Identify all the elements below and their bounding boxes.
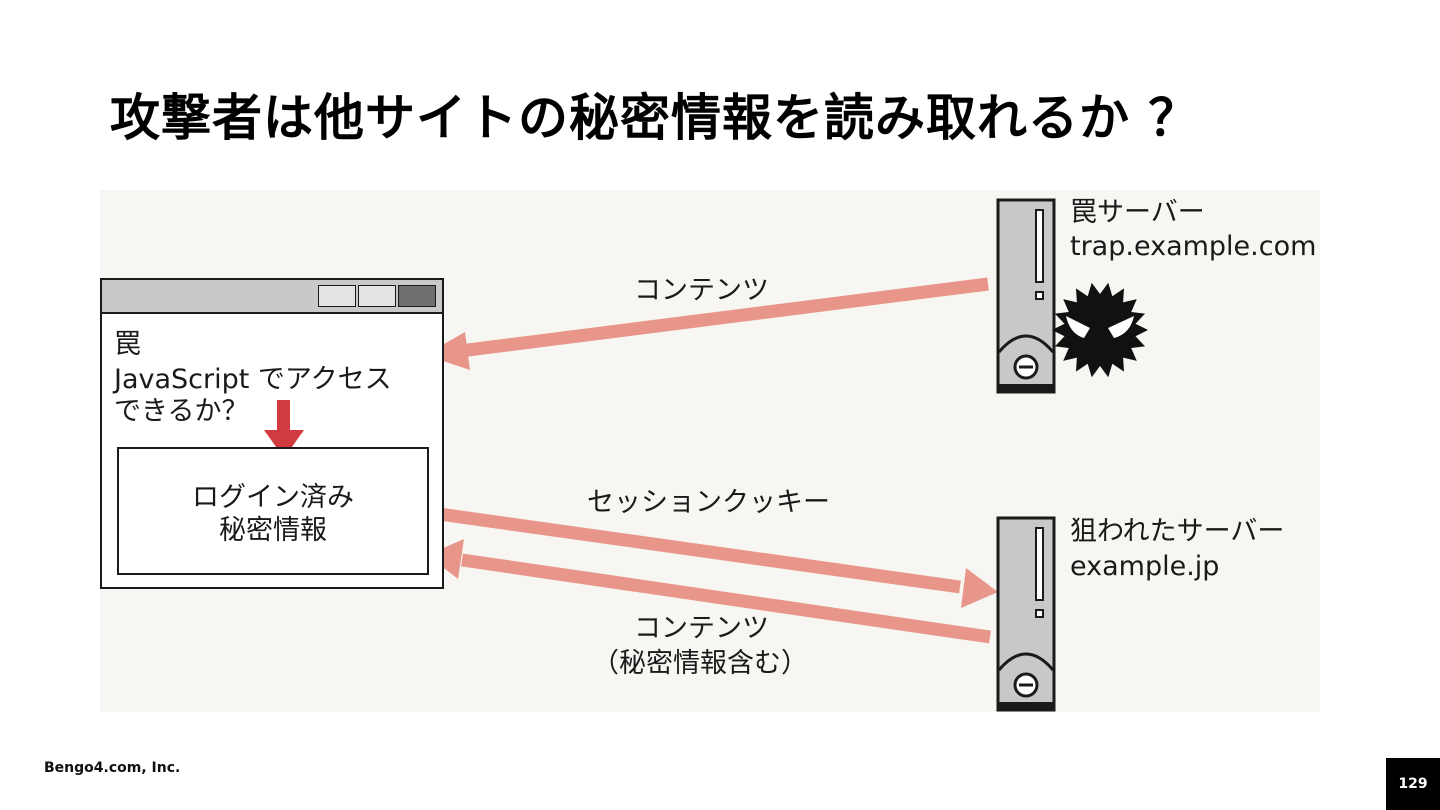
trap-server-name: 罠サーバー [1070, 197, 1205, 228]
server-icon [996, 198, 1056, 394]
diagram: 罠 JavaScript でアクセス できるか？ ログイン済み 秘密情報 コンテ… [100, 190, 1320, 712]
arrow-trap-content [425, 277, 989, 370]
arrow-shaft [461, 553, 991, 644]
arrow-label-trap-content: コンテンツ [634, 275, 769, 306]
slide-title: 攻撃者は他サイトの秘密情報を読み取れるか ？ [110, 89, 1200, 147]
target-server-host: example.jp [1070, 551, 1220, 582]
target-server-name: 狙われたサーバー [1070, 516, 1285, 547]
trap-server-host: trap.example.com [1070, 231, 1317, 262]
secret-info-box: ログイン済み 秘密情報 [117, 447, 429, 575]
browser-label-trap: 罠 [114, 329, 141, 360]
arrow-label-target-content-note: （秘密情報含む） [592, 648, 808, 679]
arrow-head [427, 539, 464, 579]
window-button [358, 285, 396, 307]
arrow-label-session-cookie: セッションクッキー [587, 487, 830, 518]
down-arrow-icon [264, 400, 304, 458]
browser-title-bar [102, 280, 442, 314]
window-button [318, 285, 356, 307]
arrow-session-cookie [431, 506, 998, 608]
company-name: Bengo4.com, Inc. [44, 760, 181, 776]
browser-window: 罠 JavaScript でアクセス できるか？ ログイン済み 秘密情報 [100, 278, 444, 589]
arrow-head [961, 568, 998, 608]
arrow-label-target-content: コンテンツ [634, 613, 769, 644]
arrow-shaft [459, 277, 989, 358]
server-icon [996, 516, 1056, 712]
attacker-icon [1052, 282, 1148, 378]
browser-label-js-access: JavaScript でアクセス [114, 364, 392, 395]
diagram-graphics [425, 198, 1148, 712]
page-number: 129 [1386, 758, 1440, 810]
arrow-shaft [431, 506, 961, 594]
secret-label-info: 秘密情報 [219, 515, 327, 546]
browser-label-question: できるか？ [114, 396, 249, 427]
arrow-head [425, 332, 470, 370]
arrow-target-content [427, 539, 991, 644]
window-button [398, 285, 436, 307]
secret-label-logged-in: ログイン済み [192, 482, 354, 513]
